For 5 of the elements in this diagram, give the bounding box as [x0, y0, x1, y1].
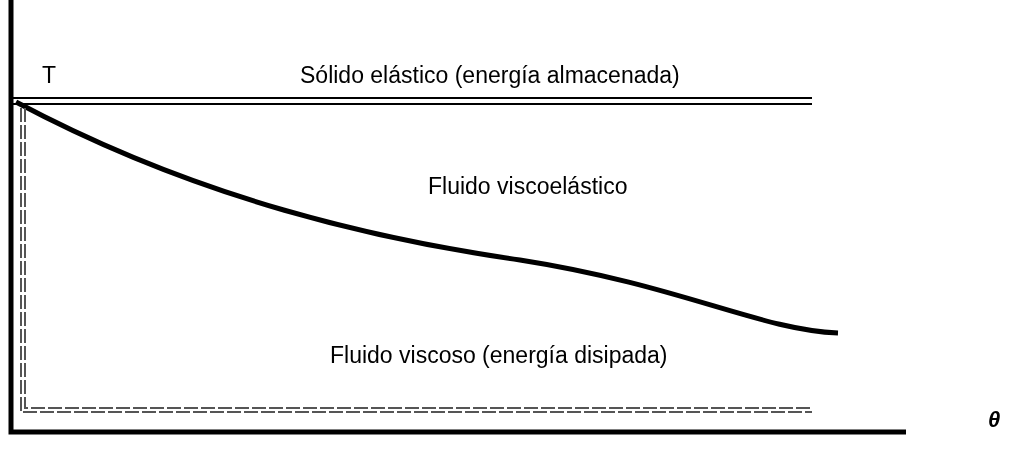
- region-label: Fluido viscoelástico: [428, 174, 628, 200]
- region-label: Fluido viscoso (energía disipada): [330, 343, 668, 369]
- axis-label: T: [42, 63, 57, 89]
- region-label: Sólido elástico (energía almacenada): [300, 63, 680, 89]
- axis-label: θ: [988, 408, 1001, 433]
